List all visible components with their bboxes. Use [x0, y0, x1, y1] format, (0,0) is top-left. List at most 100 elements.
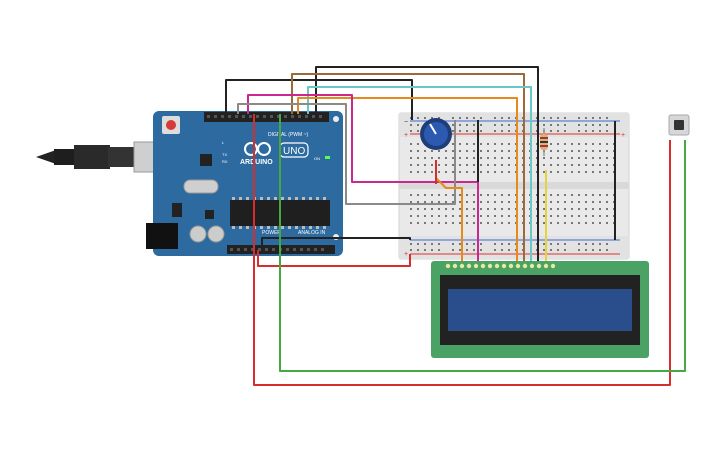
breadboard-hole [431, 171, 433, 173]
lcd-pin[interactable] [550, 263, 556, 269]
chip-pin [281, 226, 284, 229]
breadboard-hole [494, 124, 496, 126]
breadboard-hole [585, 130, 587, 132]
breadboard-hole [564, 194, 566, 196]
breadboard-hole [571, 208, 573, 210]
potentiometer[interactable] [420, 118, 452, 150]
breadboard-hole [592, 243, 594, 245]
lcd-pin[interactable] [494, 263, 500, 269]
breadboard-hole [410, 249, 412, 251]
lcd-pin[interactable] [452, 263, 458, 269]
chip-pin [246, 197, 249, 200]
lcd-pin[interactable] [501, 263, 507, 269]
chip-pin [239, 197, 242, 200]
breadboard-hole [494, 171, 496, 173]
breadboard-hole [557, 194, 559, 196]
wire-red[interactable] [257, 250, 411, 267]
lcd-pin[interactable] [543, 263, 549, 269]
breadboard-hole [571, 222, 573, 224]
chip-pin [295, 226, 298, 229]
usb-cable[interactable] [36, 141, 169, 173]
breadboard-hole [494, 157, 496, 159]
breadboard-hole [585, 249, 587, 251]
lcd-pin[interactable] [508, 263, 514, 269]
lcd-pin[interactable] [522, 263, 528, 269]
breadboard-hole [578, 150, 580, 152]
arduino-uno-board[interactable]: ARDUINO UNO DIGITAL (PWM ~) POWER ANALOG… [36, 111, 343, 256]
breadboard-hole [473, 130, 475, 132]
breadboard-hole [466, 171, 468, 173]
breadboard[interactable]: + − + + [398, 112, 630, 260]
breadboard-hole [466, 208, 468, 210]
breadboard-hole [494, 143, 496, 145]
breadboard-hole [424, 157, 426, 159]
breadboard-hole [459, 130, 461, 132]
lcd-pin[interactable] [536, 263, 542, 269]
lcd-pin[interactable] [445, 263, 451, 269]
wire-orange-short[interactable] [435, 177, 463, 268]
breadboard-hole [459, 208, 461, 210]
power-jack[interactable] [146, 223, 178, 249]
breadboard-hole [424, 208, 426, 210]
header-pin [237, 248, 240, 251]
breadboard-hole [606, 130, 608, 132]
breadboard-hole [466, 130, 468, 132]
breadboard-hole [410, 130, 412, 132]
breadboard-hole [438, 117, 440, 119]
wire-gray[interactable] [237, 103, 456, 205]
breadboard-hole [494, 194, 496, 196]
breadboard-hole [557, 164, 559, 166]
wire-orange[interactable] [297, 97, 518, 268]
lcd-pin[interactable] [515, 263, 521, 269]
wire-teal[interactable] [307, 86, 532, 268]
chip-pin [302, 226, 305, 229]
breadboard-hole [480, 117, 482, 119]
breadboard-hole [592, 208, 594, 210]
wire-black[interactable] [261, 237, 411, 250]
breadboard-hole [599, 243, 601, 245]
breadboard-hole [550, 150, 552, 152]
breadboard-hole [459, 243, 461, 245]
header-pin [251, 248, 254, 251]
wire-green[interactable] [279, 114, 686, 372]
breadboard-hole [424, 201, 426, 203]
chip-pin [246, 226, 249, 229]
breadboard-hole [606, 249, 608, 251]
power-header-label: POWER [262, 230, 281, 236]
breadboard-hole [438, 150, 440, 152]
lcd-pin[interactable] [480, 263, 486, 269]
header-pin [307, 248, 310, 251]
header-pin [293, 248, 296, 251]
lcd-pin[interactable] [529, 263, 535, 269]
wire-magenta[interactable] [247, 94, 479, 268]
breadboard-hole [417, 124, 419, 126]
breadboard-hole [445, 157, 447, 159]
breadboard-hole [452, 130, 454, 132]
on-label: ON [314, 156, 320, 161]
lcd-pin[interactable] [487, 263, 493, 269]
breadboard-hole [508, 208, 510, 210]
lcd-pin[interactable] [473, 263, 479, 269]
header-pin [228, 115, 231, 118]
wire-red[interactable] [253, 114, 671, 386]
breadboard-hole [438, 249, 440, 251]
breadboard-hole [550, 124, 552, 126]
lcd-16x2[interactable] [431, 261, 649, 358]
breadboard-hole [480, 150, 482, 152]
uno-model: UNO [283, 146, 305, 157]
chip-pin [302, 197, 305, 200]
pushbutton[interactable] [668, 114, 690, 136]
lcd-pin[interactable] [459, 263, 465, 269]
breadboard-hole [452, 194, 454, 196]
breadboard-hole [445, 215, 447, 217]
chip-pin [232, 197, 235, 200]
breadboard-hole [550, 117, 552, 119]
resistor[interactable] [540, 128, 548, 156]
wire-black[interactable] [225, 79, 413, 120]
digital-header[interactable] [204, 112, 329, 122]
breadboard-hole [592, 215, 594, 217]
lcd-pin[interactable] [466, 263, 472, 269]
wire-black[interactable] [315, 66, 539, 268]
breadboard-hole [599, 130, 601, 132]
header-pin [265, 248, 268, 251]
